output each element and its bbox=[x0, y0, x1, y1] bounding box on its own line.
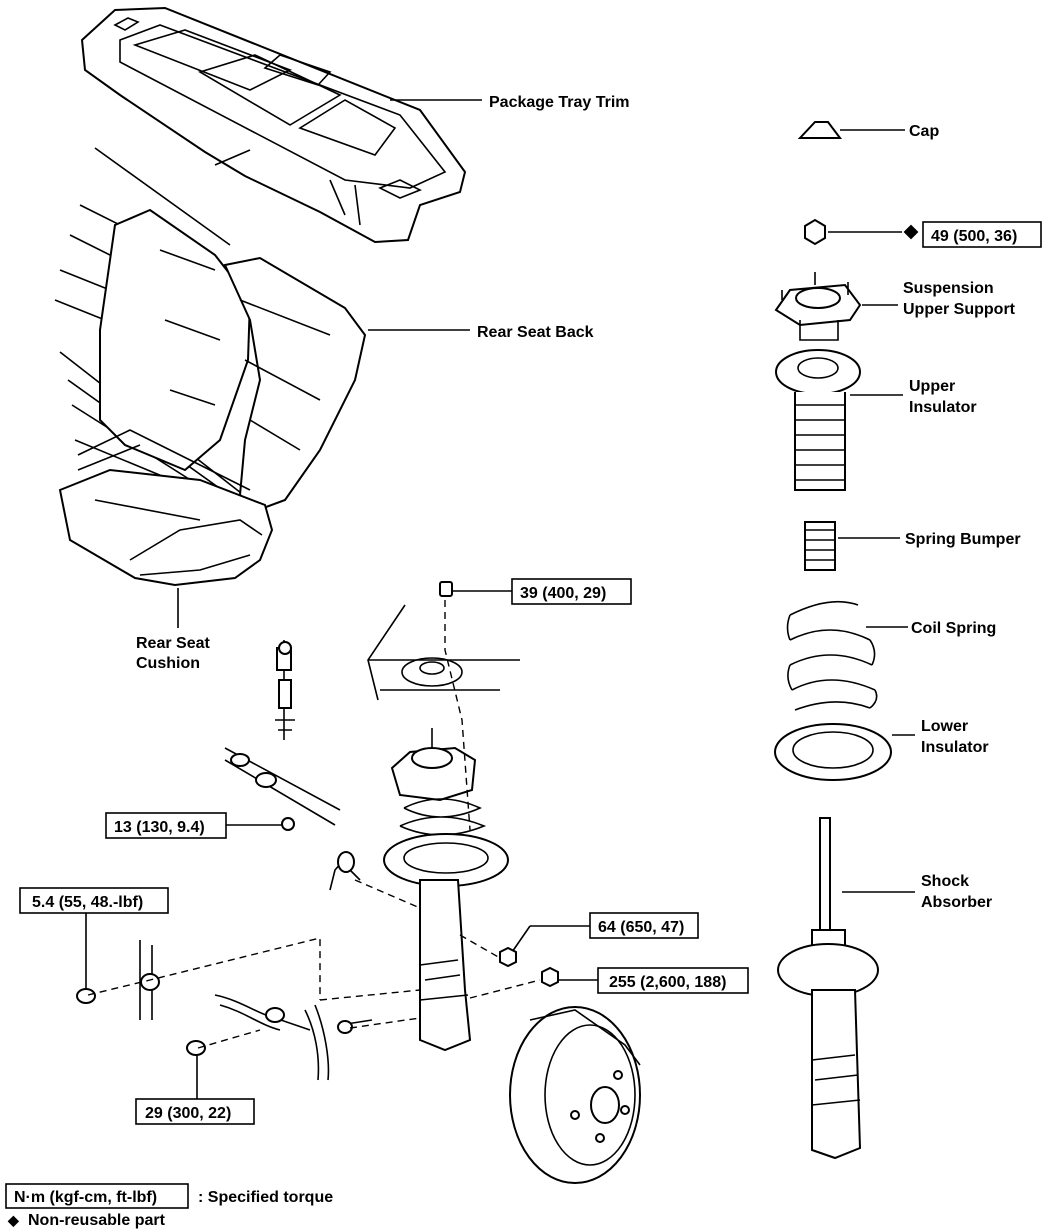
stabilizer-link-drawing bbox=[224, 640, 341, 831]
shock-absorber-drawing bbox=[777, 817, 879, 1160]
upper-insulator-drawing bbox=[775, 349, 861, 491]
torque-value-29: 29 (300, 22) bbox=[145, 1105, 231, 1122]
label-rear-seat-cushion-line1: Rear Seat bbox=[136, 635, 210, 652]
rear-seat-cushion-drawing bbox=[58, 468, 274, 587]
label-coil-spring: Coil Spring bbox=[911, 620, 996, 637]
legend-unit-description: : Specified torque bbox=[198, 1189, 333, 1206]
lower-insulator-drawing bbox=[774, 723, 892, 781]
label-suspension-upper-support-line2: Upper Support bbox=[903, 301, 1016, 318]
label-shock-absorber-line2: Absorber bbox=[921, 894, 992, 911]
torque-value-5-4: 5.4 (55, 48.-lbf) bbox=[32, 894, 143, 911]
label-upper-insulator-line2: Insulator bbox=[909, 399, 977, 416]
lock-nut-drawing bbox=[804, 218, 826, 246]
spring-bumper-drawing bbox=[804, 521, 836, 571]
assembly-dashed-lines bbox=[87, 600, 541, 1049]
suspension-upper-support-drawing bbox=[774, 272, 862, 341]
legend: N·m (kgf-cm, ft-lbf) : Specified torque … bbox=[5, 1183, 333, 1229]
torque-box-13: 13 (130, 9.4) bbox=[105, 812, 227, 839]
label-rear-seat-cushion-line2: Cushion bbox=[136, 655, 200, 672]
rear-seat-back-drawing bbox=[54, 147, 367, 512]
label-spring-bumper: Spring Bumper bbox=[905, 531, 1021, 548]
package-tray-trim-drawing bbox=[80, 6, 467, 244]
label-cap: Cap bbox=[909, 123, 939, 140]
torque-value-13: 13 (130, 9.4) bbox=[114, 819, 205, 836]
label-lower-insulator-line1: Lower bbox=[921, 718, 968, 735]
label-rear-seat-back: Rear Seat Back bbox=[477, 324, 594, 341]
label-upper-insulator-line1: Upper bbox=[909, 378, 955, 395]
coil-spring-drawing bbox=[786, 600, 878, 711]
label-suspension-upper-support-line1: Suspension bbox=[903, 280, 994, 297]
torque-box-49: 49 (500, 36) bbox=[922, 221, 1042, 248]
strut-tower-drawing bbox=[367, 604, 520, 701]
label-lower-insulator-line2: Insulator bbox=[921, 739, 989, 756]
torque-box-64: 64 (650, 47) bbox=[589, 912, 699, 939]
torque-box-5-4: 5.4 (55, 48.-lbf) bbox=[19, 887, 169, 914]
torque-box-39: 39 (400, 29) bbox=[511, 578, 632, 605]
torque-box-255: 255 (2,600, 188) bbox=[597, 967, 749, 994]
stabilizer-bar-bracket-drawing bbox=[76, 940, 373, 1081]
strut-assembly-drawing bbox=[329, 728, 509, 1052]
label-package-tray-trim: Package Tray Trim bbox=[489, 94, 630, 111]
torque-box-29: 29 (300, 22) bbox=[135, 1098, 255, 1125]
leader-lines bbox=[85, 99, 915, 1100]
torque-value-255: 255 (2,600, 188) bbox=[609, 974, 726, 991]
torque-value-49: 49 (500, 36) bbox=[931, 228, 1017, 245]
torque-fastener-symbols bbox=[439, 224, 919, 988]
legend-nonreusable-text: Non-reusable part bbox=[28, 1212, 166, 1229]
torque-value-64: 64 (650, 47) bbox=[598, 919, 684, 936]
legend-nonreusable-diamond-icon: ◆ bbox=[7, 1212, 20, 1228]
disc-brake-rotor-drawing bbox=[509, 1006, 641, 1184]
cap-drawing bbox=[797, 121, 842, 139]
torque-value-39: 39 (400, 29) bbox=[520, 585, 606, 602]
label-shock-absorber-line1: Shock bbox=[921, 873, 969, 890]
legend-unit-box-text: N·m (kgf-cm, ft-lbf) bbox=[14, 1189, 157, 1206]
